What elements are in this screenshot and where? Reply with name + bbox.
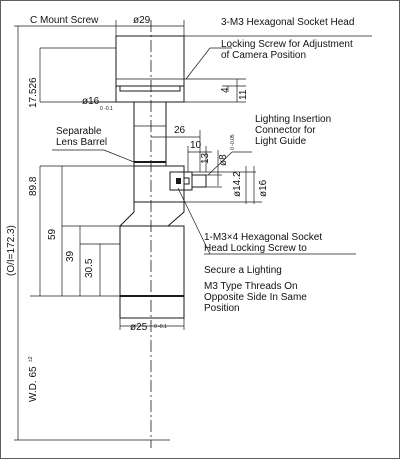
- lower-barrel: [119, 225, 185, 319]
- flange-tolerance-label: 0 -0.1: [100, 106, 113, 112]
- bottom-tolerance-label: 0 -0.1: [154, 324, 167, 330]
- connector-tip: [191, 174, 207, 188]
- c-mount-screw-label: C Mount Screw: [30, 15, 99, 26]
- separable-line1: Separable: [56, 126, 102, 137]
- lock-screw-line1: 1-M3×4 Hexagonal Socket: [204, 232, 323, 243]
- dim-17526-label: 17.526: [28, 77, 39, 108]
- connector-diameter-label: ø8: [218, 154, 229, 166]
- bottom-diameter-label: ø25: [130, 322, 148, 333]
- secure-line4: Position: [204, 303, 240, 314]
- lighting-line1: Lighting Insertion: [255, 114, 332, 125]
- dim-39-label: 39: [65, 250, 76, 262]
- dim-59-label: 59: [47, 228, 58, 240]
- offset-10-label: 10: [190, 140, 202, 151]
- offset-13-label: 13: [200, 152, 211, 164]
- lighting-line3: Light Guide: [255, 136, 307, 147]
- flange-step: [119, 85, 181, 92]
- thickness-11-label: 11: [238, 89, 249, 100]
- upper-tube: [133, 101, 167, 167]
- m3-head-line1: Locking Screw for Adjustment: [221, 39, 353, 50]
- secure-line3: Opposite Side In Same: [204, 292, 307, 303]
- thickness-4-label: 4: [220, 87, 231, 93]
- separable-line2: Lens Barrel: [56, 137, 108, 148]
- secure-line1: Secure a Lighting: [204, 265, 282, 276]
- flange: [115, 85, 185, 103]
- offset-26-label: 26: [174, 125, 186, 136]
- lock-screw-mark-2: [183, 177, 190, 185]
- wd-tolerance-label: ±2: [28, 356, 34, 362]
- connector-tolerance-label: 0 -0.05: [230, 134, 236, 150]
- working-distance-label: W.D. 65: [28, 366, 39, 402]
- taper-left: [119, 202, 135, 227]
- secure-line2: M3 Type Threads On: [204, 281, 298, 292]
- lighting-line2: Connector for: [255, 125, 316, 136]
- taper-right: [167, 202, 185, 227]
- top-diameter-label: ø29: [133, 15, 151, 26]
- lock-screw-line2: Head Locking Screw to: [204, 243, 307, 254]
- c-mount-block: [115, 35, 185, 87]
- m3-head-title: 3-M3 Hexagonal Socket Head: [221, 17, 355, 28]
- dim-898-label: 89.8: [28, 176, 39, 196]
- lock-screw-mark: [176, 178, 181, 184]
- body-diameter-16-label: ø16: [258, 179, 269, 197]
- overall-length-label: (O/I=172.3): [6, 225, 17, 276]
- flange-diameter-label: ø16: [82, 96, 100, 107]
- body-diameter-14-label: ø14.2: [232, 171, 243, 197]
- dim-305-label: 30.5: [84, 258, 95, 278]
- m3-head-line2: of Camera Position: [221, 50, 307, 61]
